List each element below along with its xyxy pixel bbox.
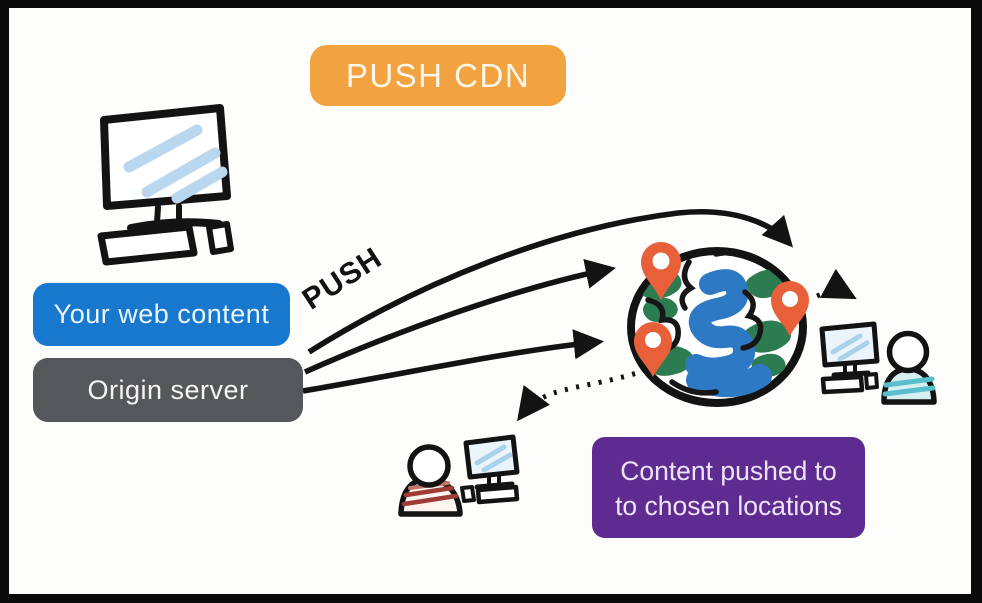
monitor-stand — [843, 362, 857, 375]
location-pin-icon — [634, 322, 672, 377]
person-head — [886, 330, 930, 374]
dotted-arrow-to-right-user — [816, 268, 857, 300]
web-content-label: Your web content — [53, 299, 270, 329]
monitor-base — [474, 481, 515, 490]
push-cdn-title-label: PUSH CDN — [345, 56, 531, 94]
push-arrow-bottom — [302, 329, 605, 394]
monitor-base — [127, 218, 223, 232]
keyboard — [475, 484, 520, 505]
push-cdn-title-badge: PUSH CDN — [310, 45, 566, 106]
dotted-arrow-to-bottom-user — [517, 367, 647, 422]
keyboard — [820, 374, 865, 395]
keyboard — [97, 223, 198, 266]
globe-map-icon — [627, 242, 809, 407]
web-content-badge: Your web content — [33, 283, 290, 346]
screen-glare — [123, 124, 228, 204]
origin-server-badge: Origin server — [33, 358, 303, 422]
globe-river — [685, 269, 772, 398]
push-arrow-top — [307, 209, 794, 355]
mouse — [864, 372, 879, 390]
edge-user-right-icon — [819, 321, 937, 405]
shirt-stripes — [882, 376, 936, 397]
result-badge: Content pushed to to chosen locations — [592, 437, 865, 538]
mouse — [206, 221, 234, 255]
screen-glare — [830, 333, 870, 362]
location-pin-icon — [771, 281, 809, 336]
person-head — [407, 444, 451, 488]
mouse — [460, 485, 476, 503]
screen-glare — [474, 444, 513, 473]
push-arrows — [302, 209, 857, 422]
origin-server-label: Origin server — [87, 374, 249, 405]
push-arrow-middle — [303, 258, 616, 375]
location-pin-icon — [641, 242, 681, 300]
edge-user-bottom-icon — [398, 434, 520, 517]
monitor-base — [831, 370, 871, 378]
result-line-2: to chosen locations — [615, 490, 842, 521]
origin-computer-icon — [97, 104, 234, 266]
result-line-1: Content pushed to — [620, 456, 837, 487]
location-pins — [634, 242, 809, 377]
